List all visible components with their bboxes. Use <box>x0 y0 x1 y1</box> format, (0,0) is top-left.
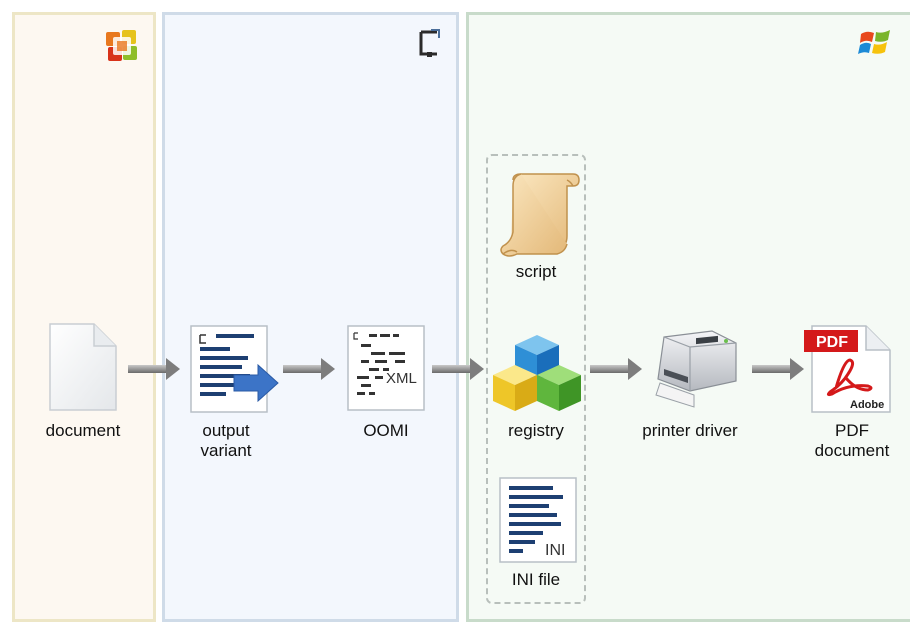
windows-logo-icon <box>858 30 890 54</box>
output-variant-icon <box>190 325 279 413</box>
arrow-oomi-to-registry <box>432 358 484 380</box>
oomi-label: OOMI <box>363 421 409 440</box>
office-logo-icon <box>106 30 137 61</box>
arrow-document-to-output-variant <box>128 358 180 380</box>
arrow-output-variant-to-oomi <box>283 358 335 380</box>
script-scroll-icon <box>500 173 580 257</box>
windows-config-group <box>486 154 586 604</box>
ini-icon-text: INI <box>545 542 565 559</box>
script-label: script <box>515 262 557 281</box>
flow-arrows <box>128 358 804 380</box>
pdf-document-label: PDF document <box>814 421 890 460</box>
arrow-registry-to-printer-driver <box>590 358 642 380</box>
office-lane <box>12 12 156 622</box>
registry-label: registry <box>508 421 564 440</box>
printer-icon <box>655 330 737 408</box>
oomi-lane <box>162 12 459 622</box>
registry-cubes-icon <box>493 335 581 411</box>
pdf-document-icon: PDF Adobe <box>804 325 891 413</box>
document-icon <box>49 323 117 411</box>
adobe-icon-text: Adobe <box>850 399 884 411</box>
oomi-logo-icon <box>419 29 440 57</box>
ini-file-icon: INI <box>499 477 577 563</box>
ini-file-label: INI file <box>511 570 561 589</box>
document-label: document <box>45 421 121 440</box>
output-variant-label: output variant <box>200 421 252 460</box>
oomi-xml-icon: XML <box>347 325 425 411</box>
pdf-badge-text: PDF <box>816 334 848 351</box>
xml-icon-text: XML <box>386 370 417 387</box>
arrow-printer-driver-to-pdf <box>752 358 804 380</box>
printer-driver-label: printer driver <box>642 421 738 440</box>
